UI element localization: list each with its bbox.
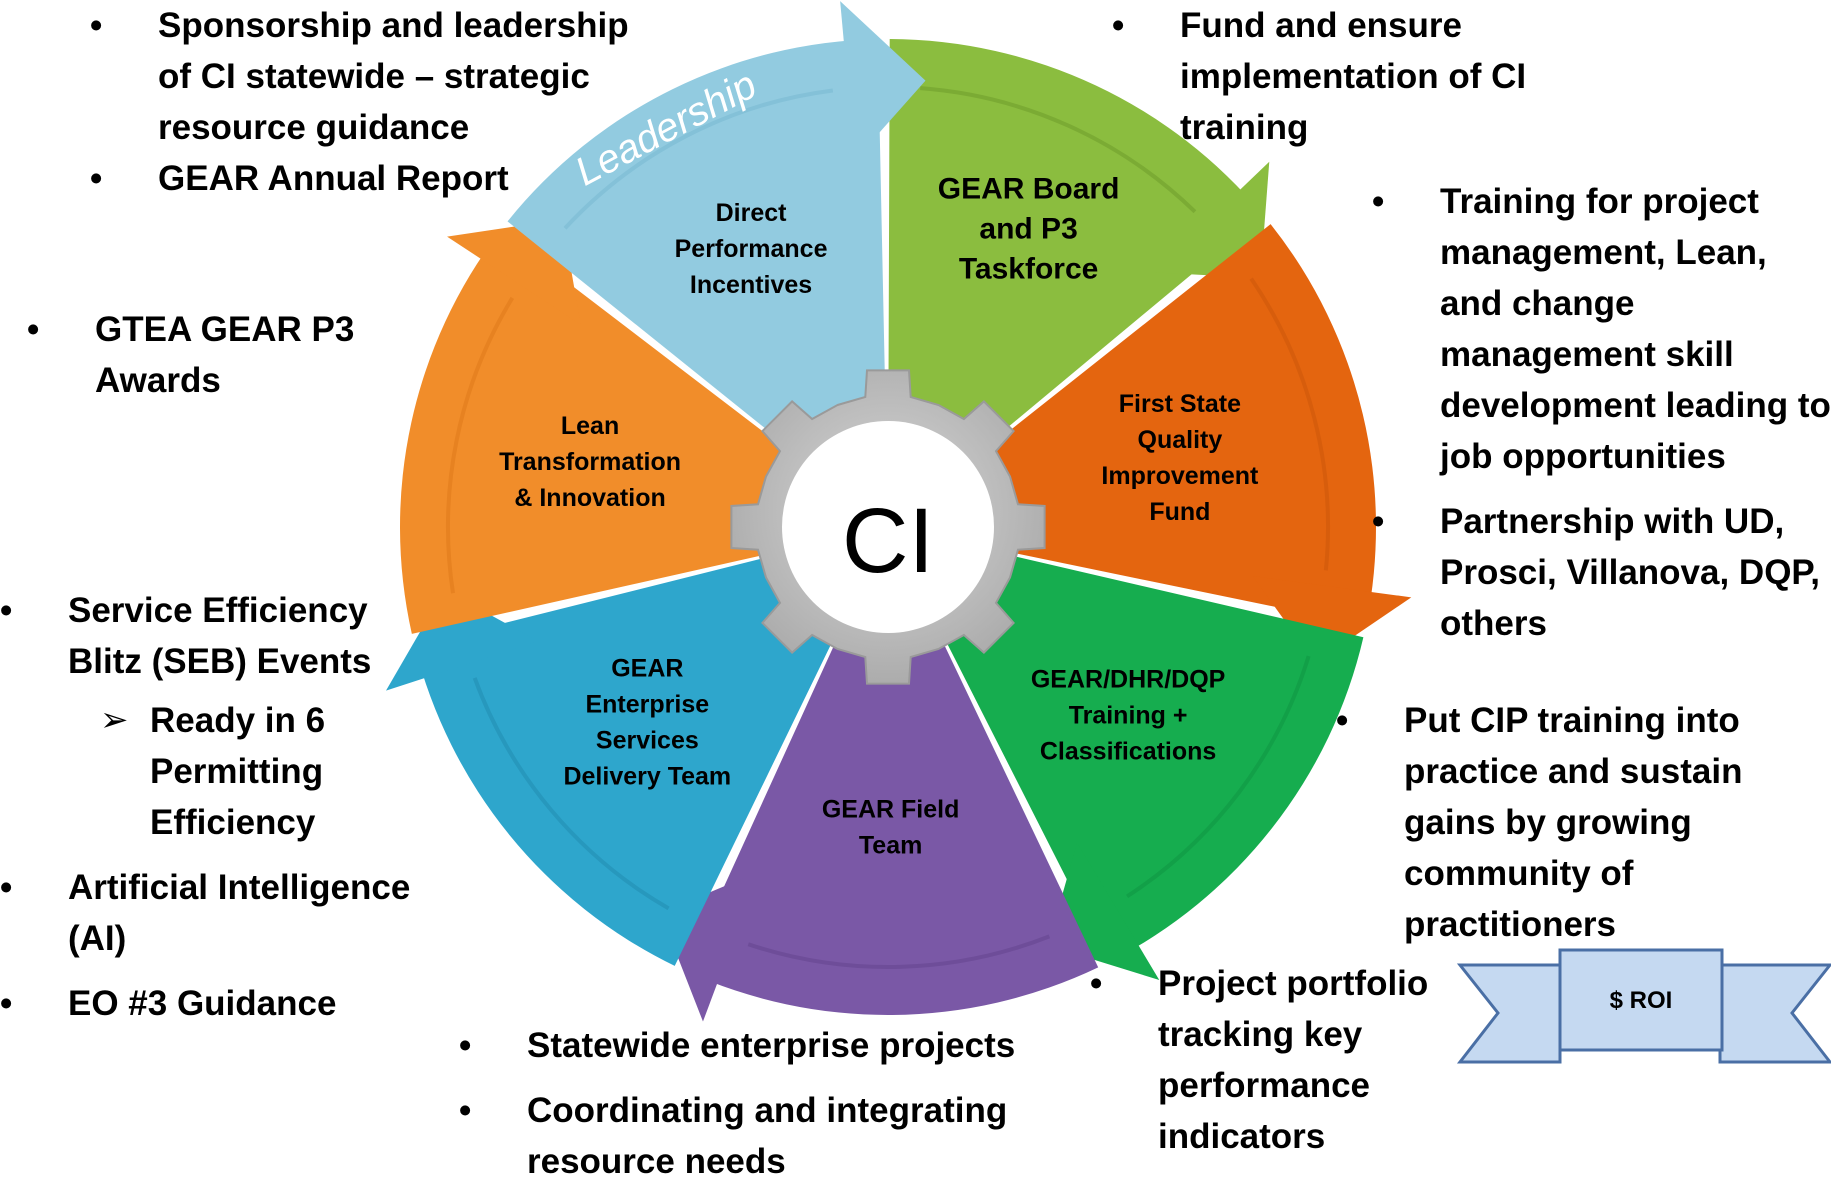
note-item: Statewide enterprise projects (459, 1020, 1059, 1071)
field-notes: Put CIP training into practice and susta… (1336, 695, 1796, 950)
wheel-segment-label: GEAR Board and P3 Taskforce (938, 172, 1120, 285)
note-item: Fund and ensure implementation of CI tra… (1112, 0, 1552, 153)
wheel-segment-label-line: Fund (1149, 498, 1210, 526)
wheel-segment-label-line: Lean (561, 412, 619, 440)
fund-notes: Fund and ensure implementation of CI tra… (1112, 0, 1552, 153)
note-item: Artificial Intelligence (AI) (0, 862, 450, 964)
note-item: Service Efficiency Blitz (SEB) Events (0, 585, 450, 687)
note-item: Sponsorship and leadership of CI statewi… (90, 0, 670, 153)
wheel-segment-label-line: Services (596, 727, 699, 755)
wheel-segment-rim (747, 934, 1051, 969)
wheel-segment-label-line: Transformation (499, 448, 681, 476)
roi-label: $ ROI (1610, 987, 1673, 1014)
portfolio-notes: Project portfolio tracking key performan… (1090, 958, 1470, 1162)
ci-center-label: CI (842, 490, 934, 592)
note-item: GTEA GEAR P3 Awards (27, 304, 407, 406)
note-item: EO #3 Guidance (0, 978, 450, 1029)
wheel-segment-label-line: Improvement (1101, 462, 1259, 490)
wheel-segment-label-line: GEAR Field (822, 795, 960, 823)
wheel-segment-label-line: Delivery Team (563, 763, 731, 791)
wheel-segment-label-line: Enterprise (585, 691, 709, 719)
enterprise-notes: Statewide enterprise projects Coordinati… (459, 1020, 1059, 1187)
note-item: Training for project management, Lean, a… (1372, 176, 1831, 482)
wheel-segment-rim (920, 86, 1197, 214)
wheel-segment-label-line: Team (859, 831, 922, 859)
wheel-segment-shape (400, 230, 809, 634)
gear-hub (730, 369, 1046, 685)
note-item: Coordinating and integrating resource ne… (459, 1085, 1059, 1187)
wheel-segment-rim (472, 677, 670, 911)
wheel-segment-rim (1249, 277, 1330, 571)
wheel-segment-label-line: GEAR (611, 655, 683, 683)
wheel-segment-shape (685, 617, 1099, 1015)
wheel-segment-label-line: Performance (675, 235, 828, 263)
wheel-segment-shape (414, 551, 845, 966)
wheel-segment-label-line: Training + (1069, 701, 1188, 729)
note-item: Put CIP training into practice and susta… (1336, 695, 1796, 950)
wheel-segment-label-line: Direct (716, 199, 788, 227)
note-item: GEAR Annual Report (90, 153, 670, 204)
note-item: Project portfolio tracking key performan… (1090, 958, 1470, 1162)
leadership-notes: Sponsorship and leadership of CI statewi… (90, 0, 670, 204)
gear-center (782, 421, 994, 633)
wheel-segment-label-line: First State (1119, 390, 1241, 418)
wheel-segment-label-line: Taskforce (959, 252, 1099, 285)
training-notes: Training for project management, Lean, a… (1372, 176, 1831, 649)
wheel-segment-shape (966, 224, 1376, 626)
awards-notes: GTEA GEAR P3 Awards (27, 304, 407, 406)
wheel-segment-label: GEAR/DHR/DQP Training + Classifications (1031, 665, 1225, 765)
wheel-segment-rim (446, 296, 515, 594)
seb-notes: Service Efficiency Blitz (SEB) Events Re… (0, 585, 450, 1029)
wheel-segment-rim (1126, 655, 1311, 899)
wheel-segment-label-line: Quality (1138, 426, 1223, 454)
wheel-segment-label-line: GEAR Board (938, 172, 1120, 205)
note-subitem: Ready in 6 Permitting Efficiency (0, 695, 450, 848)
wheel-arrow-head (840, 1, 926, 161)
wheel-segment-label-line: Incentives (690, 271, 812, 299)
note-item: Partnership with UD, Prosci, Villanova, … (1372, 496, 1831, 649)
wheel-segment-label-line: Classifications (1040, 737, 1216, 765)
wheel-segment-label-line: and P3 (979, 212, 1077, 245)
wheel-segment-shape (933, 549, 1364, 963)
wheel-segment-label-line: GEAR/DHR/DQP (1031, 665, 1225, 693)
roi-banner (1456, 948, 1831, 1064)
wheel-segment-label-line: & Innovation (514, 484, 665, 512)
